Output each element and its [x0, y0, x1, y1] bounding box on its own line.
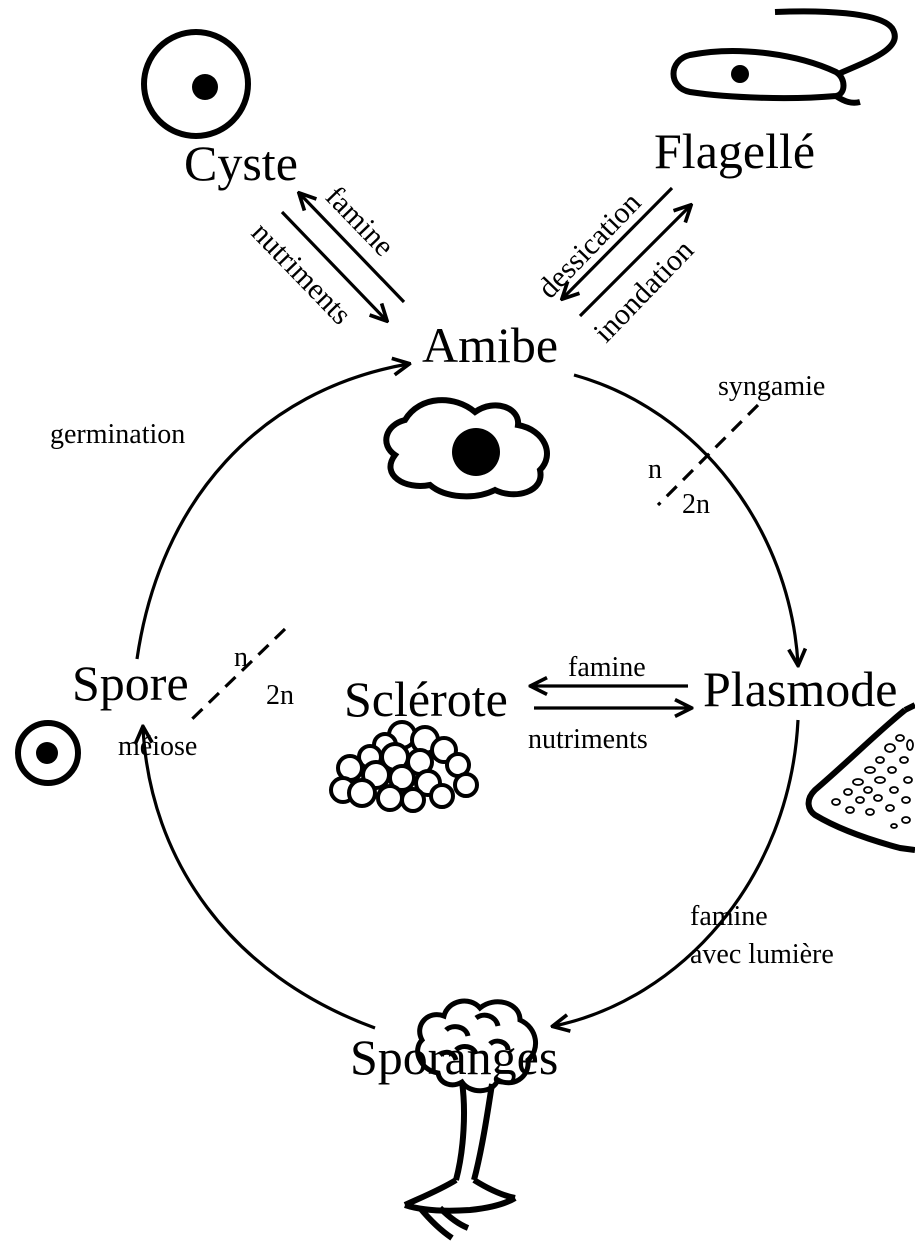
ploidy-top-2n: 2n: [682, 489, 710, 520]
cyst-icon: [144, 32, 248, 136]
stage-spore: Spore: [72, 655, 189, 711]
stage-amibe: Amibe: [422, 317, 558, 373]
label-meiose: méiose: [118, 731, 197, 762]
label-nutriments-sclerote: nutriments: [528, 724, 648, 755]
sclerotium-icon: [331, 722, 477, 811]
stage-flagelle: Flagellé: [654, 123, 815, 179]
ploidy-bottom-n: n: [234, 642, 248, 673]
label-famine-lumiere-1: famine: [690, 901, 768, 932]
label-famine-lumiere-2: avec lumière: [690, 939, 834, 970]
ploidy-top-n: n: [648, 454, 662, 485]
arrow-plasmode-to-sporanges: [554, 720, 798, 1026]
plasmodium-icon: [809, 705, 915, 850]
label-germination: germination: [50, 419, 185, 450]
stage-cyste: Cyste: [184, 135, 298, 191]
spore-icon: [18, 723, 78, 783]
ploidy-bottom-2n: 2n: [266, 680, 294, 711]
label-famine-sclerote: famine: [568, 652, 646, 683]
flagellate-icon: [674, 11, 895, 102]
stage-sporanges: Sporanges: [350, 1029, 558, 1085]
arrow-spore-to-amibe: [137, 364, 408, 659]
stage-plasmode: Plasmode: [703, 661, 897, 717]
stage-sclerote: Sclérote: [344, 671, 508, 727]
label-famine-cyste: famine: [319, 180, 401, 263]
amoeba-icon: [386, 400, 547, 496]
label-syngamie: syngamie: [718, 371, 825, 402]
